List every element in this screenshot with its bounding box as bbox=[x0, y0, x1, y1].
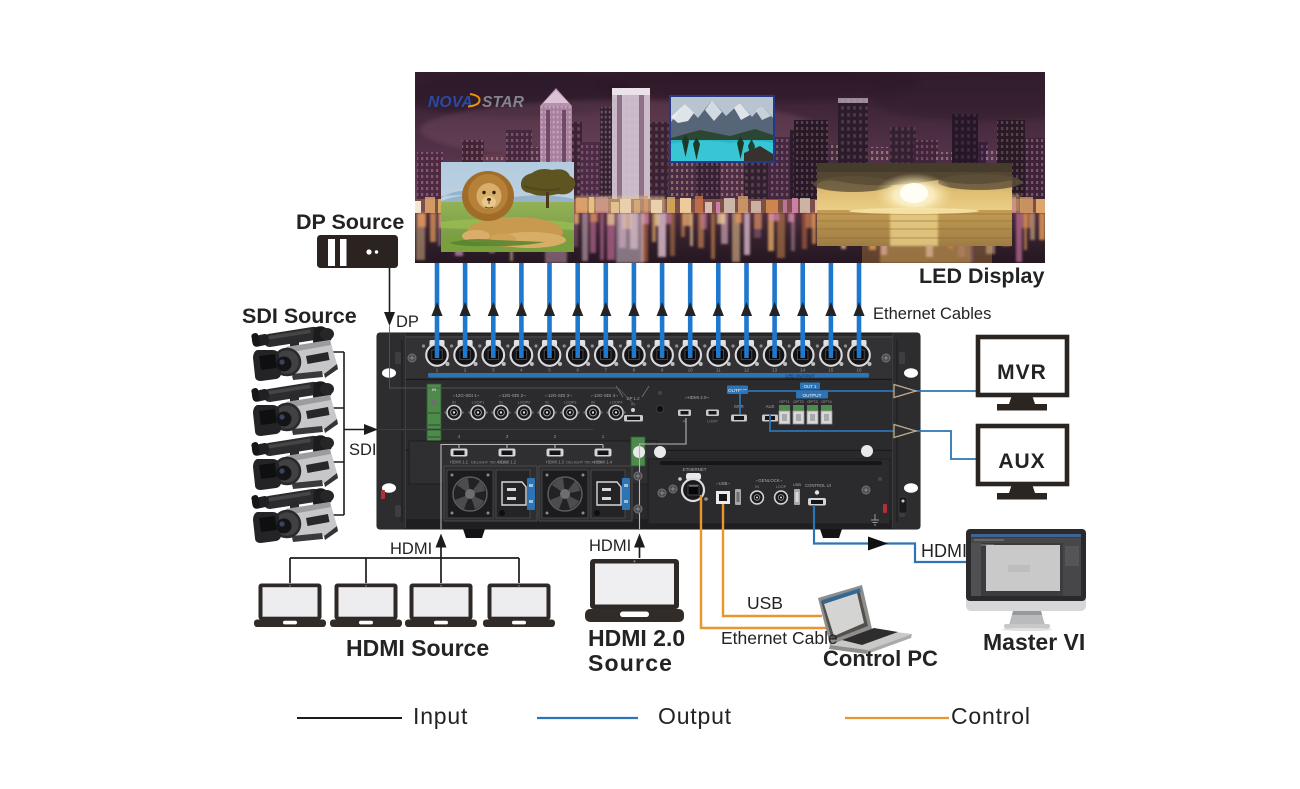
svg-text:LOOP4: LOOP4 bbox=[610, 401, 623, 405]
svg-text:LOOP2: LOOP2 bbox=[518, 401, 531, 405]
svg-text:Master VI: Master VI bbox=[983, 629, 1085, 655]
svg-text:15: 15 bbox=[828, 368, 834, 373]
svg-text:⌐HDMI 2.0¬: ⌐HDMI 2.0¬ bbox=[685, 395, 710, 400]
svg-text:AUX: AUX bbox=[766, 404, 775, 409]
svg-text:3: 3 bbox=[492, 368, 495, 373]
svg-text:IN: IN bbox=[591, 401, 595, 405]
svg-text:IN: IN bbox=[452, 401, 456, 405]
svg-text:HDMI 1.2: HDMI 1.2 bbox=[498, 460, 517, 465]
svg-text:OPT3: OPT3 bbox=[807, 399, 818, 404]
svg-text:OPT4: OPT4 bbox=[821, 399, 832, 404]
svg-text:NOVA: NOVA bbox=[428, 94, 473, 111]
svg-text:SDI: SDI bbox=[349, 441, 377, 459]
svg-text:HDMI: HDMI bbox=[589, 537, 631, 555]
svg-text:Ethernet Cable: Ethernet Cable bbox=[721, 628, 838, 648]
svg-text:9: 9 bbox=[661, 368, 664, 373]
svg-text:⌐12G-SDI 3¬: ⌐12G-SDI 3¬ bbox=[545, 393, 572, 398]
svg-text:Ethernet Cables: Ethernet Cables bbox=[873, 305, 991, 323]
svg-text:Input: Input bbox=[413, 703, 468, 729]
svg-text:.ETHERNET: .ETHERNET bbox=[682, 467, 707, 472]
svg-text:3: 3 bbox=[506, 434, 509, 439]
svg-text:DELIGHT 750 AC-DC: DELIGHT 750 AC-DC bbox=[566, 460, 604, 465]
svg-text:LOOP3: LOOP3 bbox=[564, 401, 577, 405]
svg-text:Source: Source bbox=[588, 650, 673, 676]
svg-text:DP Source: DP Source bbox=[296, 210, 404, 234]
svg-text:7: 7 bbox=[605, 368, 608, 373]
svg-text:⌐12G-SDI 1¬: ⌐12G-SDI 1¬ bbox=[453, 393, 480, 398]
svg-text:OUTPUT: OUTPUT bbox=[728, 388, 747, 393]
svg-text:LED OUTPUT: LED OUTPUT bbox=[785, 374, 815, 379]
svg-text:LED Display: LED Display bbox=[919, 264, 1044, 288]
svg-text:OPT1: OPT1 bbox=[779, 399, 790, 404]
svg-text:HDMI Source: HDMI Source bbox=[346, 635, 489, 661]
svg-text:13: 13 bbox=[772, 368, 778, 373]
svg-text:OPT2: OPT2 bbox=[793, 399, 804, 404]
svg-text:DELIGHT 750 AC-DC: DELIGHT 750 AC-DC bbox=[471, 460, 509, 465]
svg-text:HDMI: HDMI bbox=[921, 541, 967, 561]
svg-text:IN: IN bbox=[631, 402, 635, 407]
svg-text:Output: Output bbox=[658, 703, 732, 729]
svg-text:OUTPUT: OUTPUT bbox=[803, 393, 822, 398]
svg-text:DP: DP bbox=[396, 313, 419, 331]
svg-text:LOOP1: LOOP1 bbox=[472, 401, 485, 405]
svg-text:2: 2 bbox=[464, 368, 467, 373]
svg-text:10: 10 bbox=[688, 368, 694, 373]
svg-text:Control: Control bbox=[951, 703, 1031, 729]
svg-text:IN: IN bbox=[755, 485, 759, 489]
svg-text:LOOP: LOOP bbox=[776, 485, 787, 489]
svg-text:IN: IN bbox=[432, 387, 437, 392]
svg-text:CONTROL UI: CONTROL UI bbox=[805, 483, 831, 488]
svg-text:6: 6 bbox=[576, 368, 579, 373]
svg-text:11: 11 bbox=[716, 368, 721, 373]
svg-text:⌐12G-SDI 4¬: ⌐12G-SDI 4¬ bbox=[591, 393, 618, 398]
svg-text:5: 5 bbox=[548, 368, 551, 373]
svg-text:STAR: STAR bbox=[482, 94, 525, 111]
svg-text:1: 1 bbox=[436, 368, 439, 373]
svg-text:HDMI 1.4: HDMI 1.4 bbox=[594, 460, 613, 465]
svg-text:8: 8 bbox=[633, 368, 636, 373]
svg-text:4: 4 bbox=[458, 434, 461, 439]
svg-text:OUT 1: OUT 1 bbox=[804, 384, 817, 389]
svg-text:1: 1 bbox=[602, 434, 605, 439]
svg-text:14: 14 bbox=[800, 368, 806, 373]
svg-text:USB: USB bbox=[793, 482, 802, 487]
svg-text:DP 1.2: DP 1.2 bbox=[626, 396, 640, 401]
svg-text:⌐USB¬: ⌐USB¬ bbox=[716, 481, 730, 486]
svg-text:HDMI 1.1: HDMI 1.1 bbox=[450, 460, 469, 465]
svg-text:AUX: AUX bbox=[998, 450, 1045, 473]
svg-text:HDMI 2.0: HDMI 2.0 bbox=[588, 625, 685, 651]
svg-text:HDMI 1.3: HDMI 1.3 bbox=[546, 460, 565, 465]
svg-text:HDMI: HDMI bbox=[390, 540, 432, 558]
svg-text:2: 2 bbox=[554, 434, 557, 439]
svg-text:⌐12G-SDI 2¬: ⌐12G-SDI 2¬ bbox=[499, 393, 526, 398]
svg-text:⌐GENLOCK¬: ⌐GENLOCK¬ bbox=[756, 478, 783, 483]
svg-text:SDI Source: SDI Source bbox=[242, 304, 357, 328]
svg-text:MVR: MVR bbox=[734, 404, 744, 409]
svg-text:Control PC: Control PC bbox=[823, 646, 938, 671]
svg-text:IN: IN bbox=[683, 420, 687, 424]
svg-text:LOOP: LOOP bbox=[707, 420, 718, 424]
svg-text:12: 12 bbox=[744, 368, 750, 373]
svg-text:4: 4 bbox=[520, 368, 523, 373]
svg-text:16: 16 bbox=[856, 368, 862, 373]
svg-text:IN: IN bbox=[499, 401, 503, 405]
svg-text:MVR: MVR bbox=[997, 361, 1047, 384]
svg-text:IN: IN bbox=[545, 401, 549, 405]
svg-text:USB: USB bbox=[747, 593, 783, 613]
